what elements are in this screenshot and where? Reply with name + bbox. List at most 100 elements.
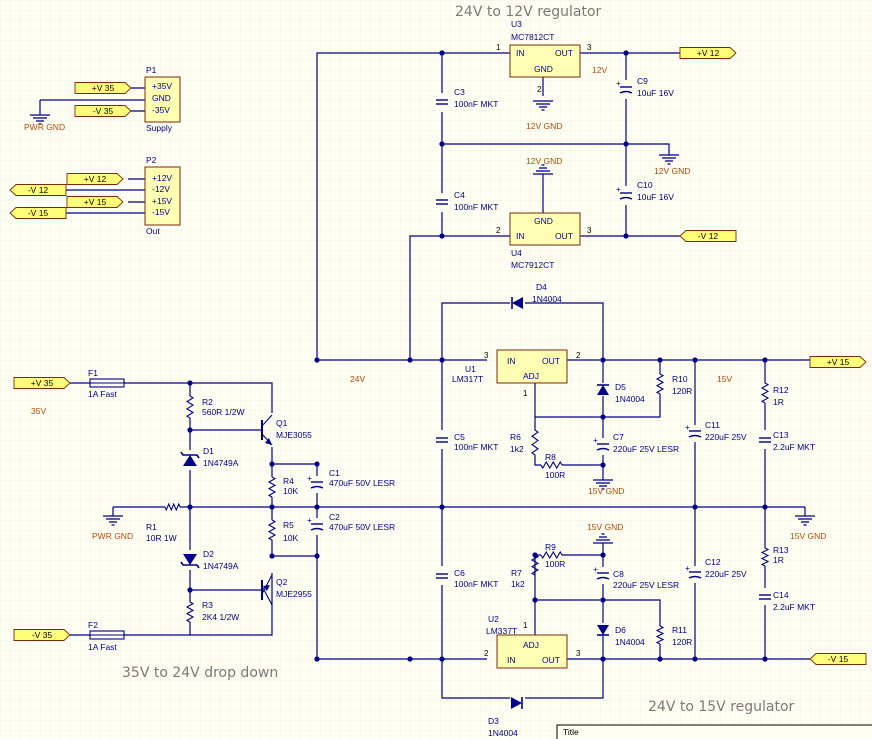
gnd-12v-u4: 12V GND	[526, 156, 562, 166]
r12-val: 1R	[773, 397, 784, 407]
d3-ref: D3	[488, 716, 499, 726]
junction-dot	[762, 504, 768, 510]
heading-drop-down: 35V to 24V drop down	[122, 665, 278, 681]
polarity-plus: +	[593, 564, 598, 574]
c10-ref: C10	[637, 180, 653, 190]
r9-ref: R9	[545, 542, 556, 552]
net-p2-plus-v12: +V 12	[66, 173, 124, 185]
junction-dot	[600, 357, 606, 363]
gnd-12v-u3: 12V GND	[526, 121, 562, 131]
resistor-r9	[540, 550, 563, 560]
r12-ref: R12	[773, 385, 789, 395]
c2-val: 470uF 50V LESR	[329, 522, 395, 532]
r13-ref: R13	[773, 545, 789, 555]
r3-val: 2K4 1/2W	[202, 612, 239, 622]
resistor-r8	[540, 460, 563, 470]
diode-triangle	[512, 297, 523, 309]
junction-dot	[187, 380, 193, 386]
wire-segment	[442, 143, 670, 155]
ground-15v-u1	[593, 479, 613, 490]
f2-val: 1A Fast	[88, 642, 117, 652]
u3-out: OUT	[555, 48, 573, 58]
p2-name: Out	[146, 226, 160, 236]
net-label-tag	[9, 207, 67, 219]
zener-d2	[180, 554, 200, 569]
u1-pin-adj: 1	[523, 389, 528, 398]
junction-dot	[439, 233, 445, 239]
junction-dot	[187, 427, 193, 433]
u4-pin-in: 2	[496, 226, 501, 235]
p2-pin4: -15V	[152, 207, 170, 217]
resistor-body	[267, 476, 277, 498]
c3-ref: C3	[454, 87, 465, 97]
u2-adj: ADJ	[523, 640, 539, 650]
gnd-15v-rail: 15V GND	[790, 531, 826, 541]
c8-val: 220uF 25V LESR	[613, 580, 679, 590]
d6-ref: D6	[615, 625, 626, 635]
u2-pin-adj: 1	[523, 621, 528, 630]
c11-val: 220uF 25V	[705, 432, 747, 442]
resistor-r2	[185, 395, 195, 419]
fuse-f1	[89, 378, 125, 388]
net-label-text: +V 35	[31, 378, 54, 388]
junction-dot	[439, 357, 445, 363]
title-block	[556, 724, 872, 739]
d5-val: 1N4004	[615, 394, 645, 404]
r2-ref: R2	[202, 397, 213, 407]
r5-val: 10K	[283, 533, 298, 543]
junction-dot	[314, 553, 320, 559]
junction-dot	[269, 553, 275, 559]
c1-ref: C1	[329, 468, 340, 478]
u4-out: OUT	[555, 231, 573, 241]
net-out-plus-v15: +V 15	[809, 356, 867, 368]
zener-bar	[180, 451, 200, 459]
p1-pin1: +35V	[152, 81, 172, 91]
wire-segment	[525, 302, 604, 360]
junction-dot	[600, 462, 606, 468]
net-label-tag	[13, 377, 71, 389]
junction-dot	[187, 504, 193, 510]
net-label-text: +V 12	[697, 48, 720, 58]
net-u4-minus-v12: -V 12	[679, 230, 737, 242]
r2-val: 560R 1/2W	[202, 407, 245, 417]
p1-pin2: GND	[152, 93, 171, 103]
junction-dot	[439, 504, 445, 510]
u1-out: OUT	[542, 356, 560, 366]
u1-ref: U1	[465, 364, 476, 374]
junction-dot	[269, 461, 275, 467]
capacitor-curved-plate	[596, 447, 610, 451]
u2-in: IN	[507, 655, 516, 665]
net-label-tag	[679, 230, 737, 242]
capacitor-c7: +	[593, 435, 610, 451]
u1-pin-out: 2	[576, 351, 581, 360]
net-label-text: -V 15	[828, 654, 849, 664]
resistor-r6	[531, 429, 539, 456]
junction-dot	[657, 357, 663, 363]
wire-segment	[441, 585, 510, 699]
capacitor-curved-plate	[619, 196, 633, 200]
transistor-emitter	[261, 585, 273, 606]
d5-ref: D5	[615, 382, 626, 392]
junction-dot	[762, 656, 768, 662]
transistor-q1	[261, 414, 273, 446]
ground-u4	[533, 164, 553, 175]
c1-val: 470uF 50V LESR	[329, 478, 395, 488]
ground-12v-rail	[659, 154, 679, 165]
r9-val: 100R	[545, 559, 565, 569]
d4-val: 1N4004	[532, 294, 562, 304]
c14-ref: C14	[773, 590, 789, 600]
u1-pin-in: 3	[484, 351, 489, 360]
wire-segment	[603, 394, 661, 418]
junction-dot	[623, 233, 629, 239]
capacitor-c11: +	[685, 422, 702, 438]
junction-dot	[600, 552, 606, 558]
gnd-12v-rail: 12V GND	[654, 166, 690, 176]
d2-val: 1N4749A	[203, 561, 239, 571]
capacitor-c3	[436, 99, 448, 105]
net-p1-plus-v35: +V 35	[74, 82, 132, 94]
c13-ref: C13	[773, 430, 789, 440]
u4-pin-out: 3	[587, 226, 592, 235]
junction-dot	[600, 414, 606, 420]
